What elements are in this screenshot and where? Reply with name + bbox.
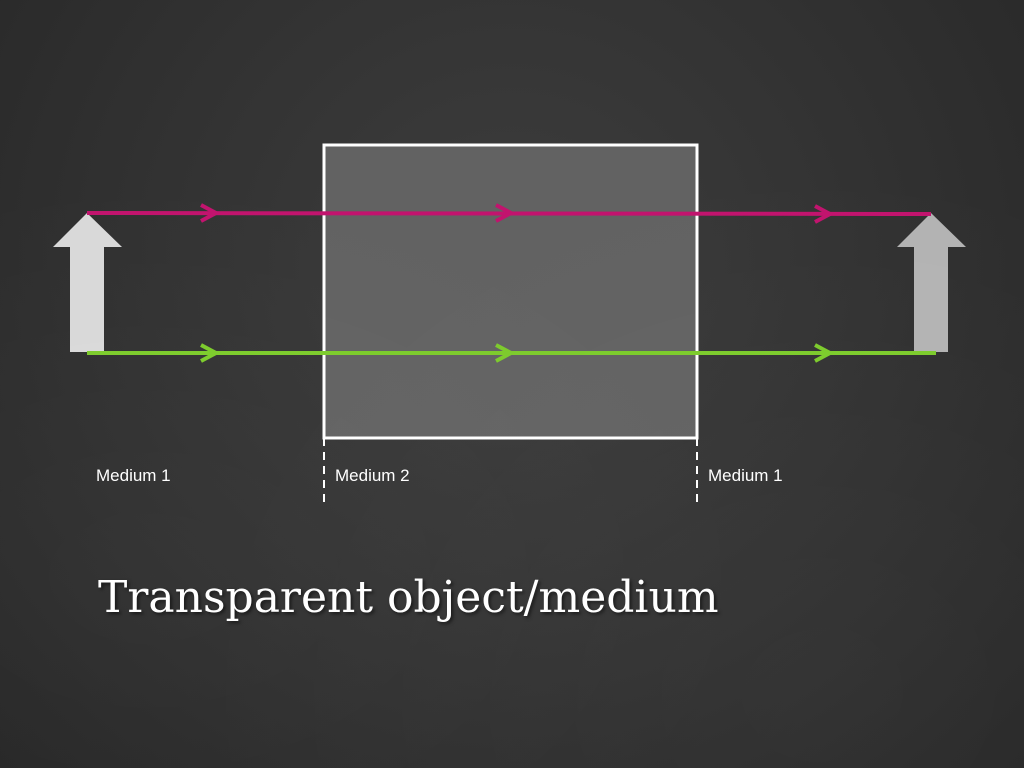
medium-2-block — [322, 143, 699, 440]
medium-1-right-label: Medium 1 — [708, 466, 783, 485]
medium-2-label: Medium 2 — [335, 466, 410, 485]
bottom-ray-arrowhead-3 — [814, 343, 835, 363]
top-ray — [86, 203, 932, 224]
bottom-ray-arrowhead-2 — [495, 343, 516, 363]
top-ray-arrowhead-2 — [495, 203, 516, 223]
top-ray-arrowhead-3 — [814, 204, 835, 224]
bottom-ray — [87, 343, 936, 363]
top-ray-arrowhead-1 — [200, 203, 221, 223]
object-arrow-icon — [53, 213, 122, 352]
bottom-ray-arrowhead-1 — [200, 343, 221, 363]
medium-1-left-label: Medium 1 — [96, 466, 171, 485]
image-arrow-icon — [897, 213, 966, 352]
slide-title: Transparent object/medium — [98, 572, 719, 623]
